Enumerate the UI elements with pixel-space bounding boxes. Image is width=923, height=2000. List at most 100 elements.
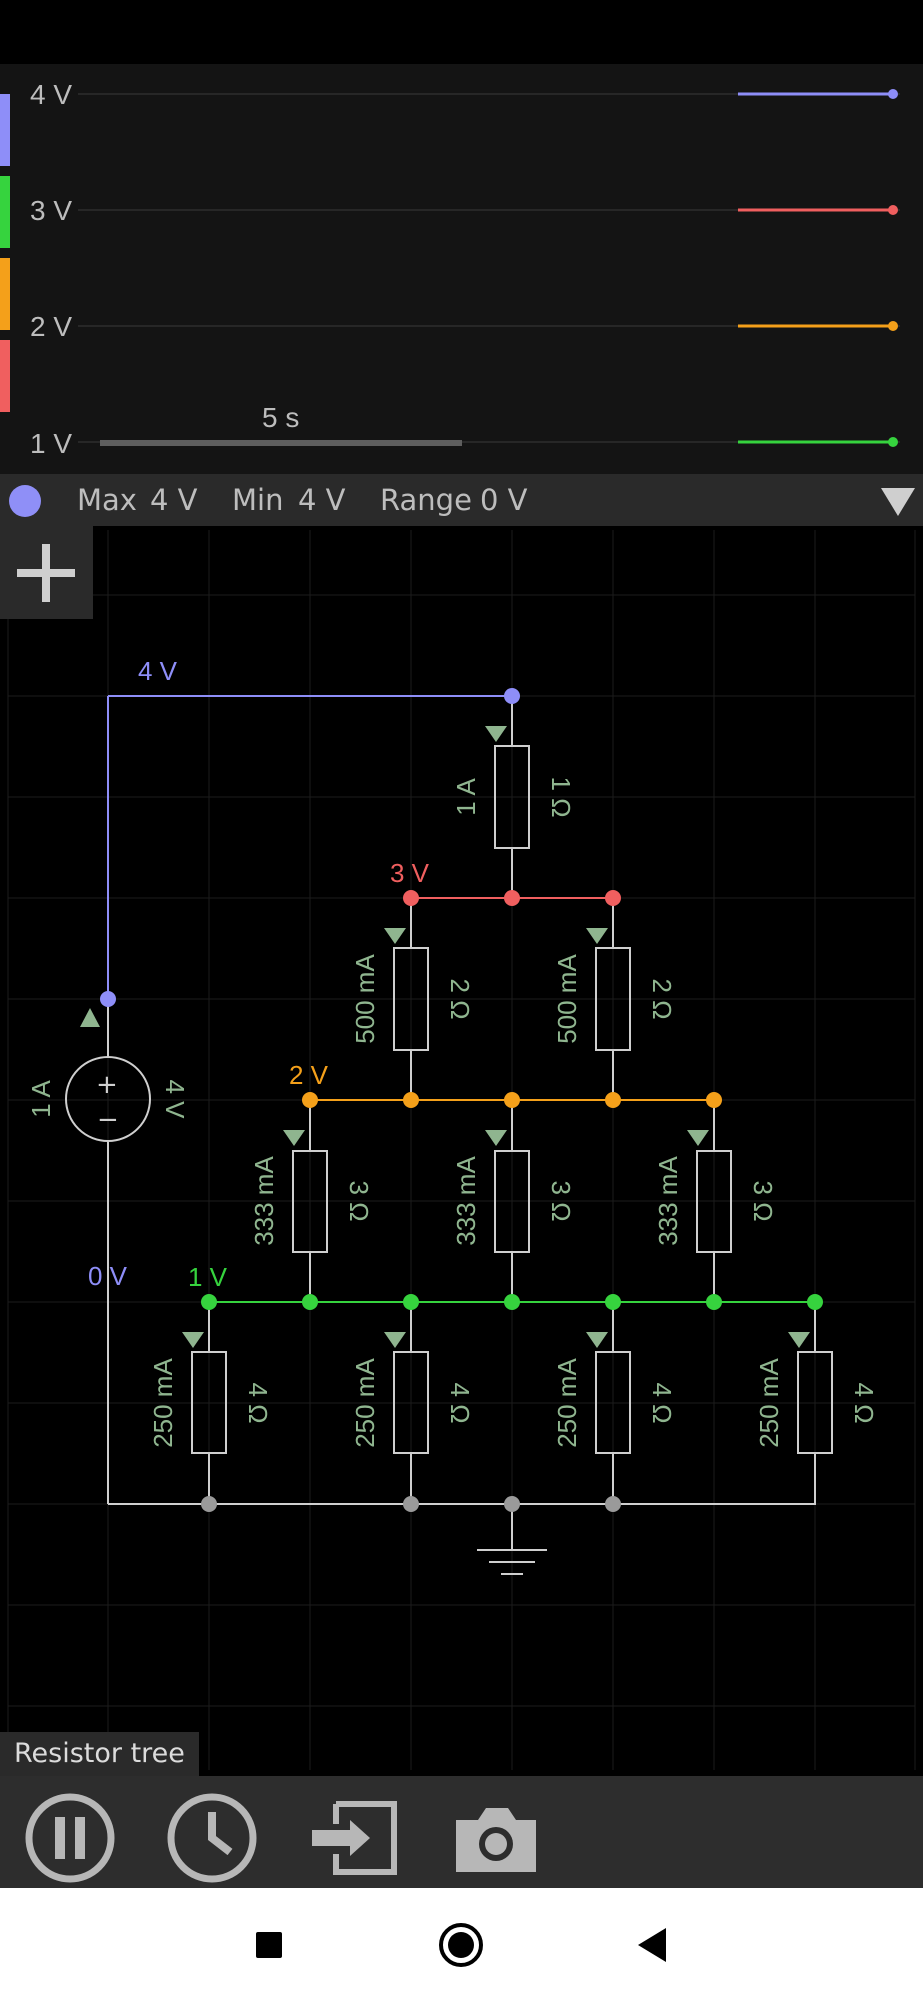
resistor-8-resistance: 4 Ω [445, 1382, 475, 1423]
trace-2v-head [888, 321, 898, 331]
resistor-9-current: 250 mA [552, 1358, 582, 1448]
max-value: 4 V [150, 483, 198, 517]
source-body [65, 1056, 151, 1142]
pause-icon [25, 1793, 115, 1883]
resistor-2-resistance: 2 Ω [445, 978, 475, 1019]
arrow-r6 [687, 1130, 709, 1146]
resistor-5-current: 333 mA [451, 1156, 481, 1246]
node-2v [403, 1092, 419, 1108]
scope-y-label: 3 V [30, 195, 72, 226]
arrow-r8 [384, 1332, 406, 1348]
node-3v-right [605, 890, 621, 906]
import-icon [312, 1801, 397, 1875]
resistor-6 [696, 1150, 732, 1253]
circuit-title: Resistor tree [0, 1732, 199, 1776]
label-2v: 2 V [289, 1060, 329, 1090]
resistor-4-resistance: 3 Ω [344, 1180, 374, 1221]
node-0v [605, 1496, 621, 1512]
trace-3v-head [888, 205, 898, 215]
node-1v [706, 1294, 722, 1310]
min-label: Min [232, 483, 284, 517]
resistor-3-current: 500 mA [552, 954, 582, 1044]
home-button[interactable] [436, 1920, 486, 1970]
bottom-toolbar [0, 1776, 923, 1888]
resistor-2 [393, 947, 429, 1051]
node-1v [807, 1294, 823, 1310]
nodes[interactable] [100, 688, 823, 1512]
node-0v [504, 1496, 520, 1512]
recent-apps-icon [256, 1932, 282, 1958]
scope-panel[interactable]: 4 V 3 V 2 V 1 V 5 s [0, 64, 923, 474]
side-marker-2 [0, 176, 10, 248]
node-3v-left [403, 890, 419, 906]
add-component-button[interactable] [0, 526, 93, 619]
resistor-6-resistance: 3 Ω [748, 1180, 778, 1221]
circuit-wires [107, 695, 816, 1575]
node-1v [201, 1294, 217, 1310]
time-settings-button[interactable] [164, 1790, 260, 1886]
screenshot-button[interactable] [448, 1790, 544, 1886]
node-0v [403, 1496, 419, 1512]
resistor-8 [393, 1351, 429, 1454]
source-plus: + [96, 1070, 118, 1100]
pause-button[interactable] [22, 1790, 118, 1886]
resistor-1-resistance: 1 Ω [546, 776, 576, 817]
node-2v [605, 1092, 621, 1108]
arrow-source [80, 1008, 100, 1027]
camera-icon [456, 1808, 536, 1872]
voltage-source[interactable]: + − [65, 999, 151, 1151]
node-3v-mid [504, 890, 520, 906]
arrow-r10 [788, 1332, 810, 1348]
arrow-r4 [283, 1130, 305, 1146]
arrow-r1 [485, 726, 507, 742]
system-nav-bar [0, 1888, 923, 2000]
label-4v: 4 V [138, 656, 178, 686]
resistor-9 [595, 1351, 631, 1454]
scope-time-bar[interactable] [100, 440, 462, 446]
side-marker-1 [0, 94, 10, 166]
arrow-r9 [586, 1332, 608, 1348]
circuit-canvas[interactable]: + − [0, 526, 923, 1776]
label-1v: 1 V [188, 1262, 228, 1292]
scope-info-bar: Max 4 V Min 4 V Range 0 V [0, 474, 923, 526]
node-4v [504, 688, 520, 704]
component-labels: 1 A 1 Ω 500 mA 2 Ω 500 mA 2 Ω 333 mA 3 Ω… [26, 776, 879, 1447]
recent-apps-button[interactable] [244, 1920, 294, 1970]
resistor-4-current: 333 mA [249, 1156, 279, 1246]
resistor-1-current: 1 A [451, 778, 481, 816]
side-marker-3 [0, 258, 10, 330]
resistor-2-current: 500 mA [350, 954, 380, 1044]
resistor-10 [797, 1351, 833, 1454]
scope-y-label: 2 V [30, 311, 72, 342]
node-4v-source [100, 991, 116, 1007]
resistor-8-current: 250 mA [350, 1358, 380, 1448]
node-2v [302, 1092, 318, 1108]
arrow-r2 [384, 928, 406, 944]
resistors[interactable] [191, 745, 833, 1454]
resistor-7-resistance: 4 Ω [243, 1382, 273, 1423]
resistor-4 [292, 1150, 328, 1253]
back-button[interactable] [628, 1920, 678, 1970]
source-minus: − [97, 1105, 119, 1135]
range-value: 0 V [480, 483, 528, 517]
resistor-3 [595, 947, 631, 1051]
collapse-scope-icon[interactable] [881, 488, 915, 516]
resistor-7 [191, 1351, 227, 1454]
clock-icon [167, 1793, 257, 1883]
resistor-7-current: 250 mA [148, 1358, 178, 1448]
scope-side-markers [0, 94, 10, 412]
resistor-5 [494, 1150, 530, 1253]
current-arrows [80, 726, 810, 1348]
node-1v [504, 1294, 520, 1310]
resistor-3-resistance: 2 Ω [647, 978, 677, 1019]
import-button[interactable] [306, 1790, 402, 1886]
scope-gridlines [78, 93, 900, 443]
source-voltage: 4 V [160, 1079, 190, 1119]
node-1v [605, 1294, 621, 1310]
label-0v: 0 V [88, 1261, 128, 1291]
canvas-grid [7, 530, 916, 1770]
node-1v [403, 1294, 419, 1310]
arrow-r5 [485, 1130, 507, 1146]
node-2v [504, 1092, 520, 1108]
probe-color-dot[interactable] [9, 485, 41, 517]
